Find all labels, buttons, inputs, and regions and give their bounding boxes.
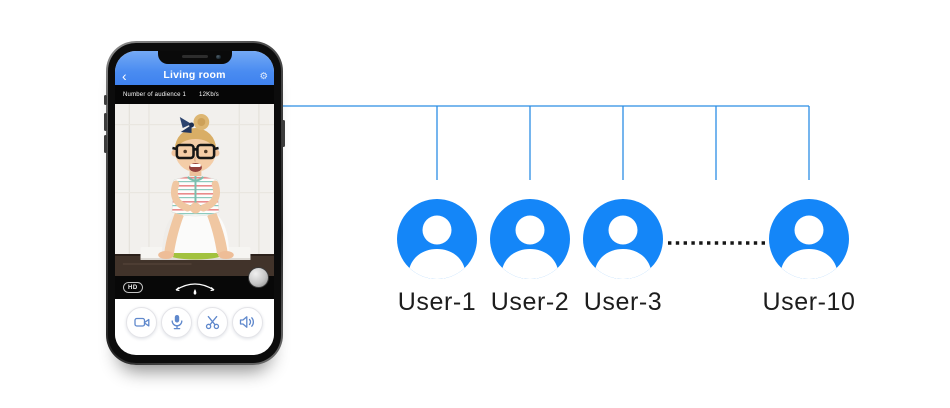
- person-icon: [502, 215, 558, 279]
- person-icon: [595, 215, 651, 279]
- person-icon: [781, 215, 837, 279]
- user-avatar: [583, 199, 663, 279]
- snapshot-thumbnail[interactable]: [248, 267, 269, 288]
- front-camera: [216, 54, 221, 59]
- user-label: User-2: [490, 288, 570, 316]
- page-title: Living room: [163, 69, 226, 81]
- user-label: User-10: [762, 288, 856, 316]
- user-node-1: User-1: [375, 199, 499, 317]
- pan-tilt-control[interactable]: [171, 279, 219, 297]
- user-node-2: User-2: [468, 199, 592, 317]
- baby-on-potty-illustration: [115, 104, 274, 276]
- audience-count: Number of audience 1: [123, 91, 187, 98]
- scissors-icon: [205, 315, 219, 329]
- talk-button[interactable]: [161, 306, 193, 338]
- phone-notch: [157, 51, 232, 64]
- hd-quality-badge[interactable]: HD: [123, 282, 143, 293]
- bitrate-value: 12Kb/s: [199, 91, 219, 98]
- record-button[interactable]: [126, 306, 157, 338]
- speaker-button[interactable]: [231, 306, 263, 338]
- volume-up-button: [104, 113, 107, 131]
- snapshot-button[interactable]: [196, 306, 228, 338]
- phone-mockup: ‹ Living room ⚙ Number of audience 1 12K…: [104, 41, 285, 365]
- volume-down-button: [104, 135, 107, 153]
- speaker-icon: [240, 316, 255, 328]
- stream-info-bar: Number of audience 1 12Kb/s: [115, 85, 274, 104]
- mute-switch: [104, 95, 107, 105]
- user-node-10: User-10: [747, 199, 871, 317]
- user-avatar: [490, 199, 570, 279]
- back-button[interactable]: ‹: [122, 68, 127, 84]
- video-camera-icon: [133, 317, 149, 327]
- user-label: User-1: [397, 288, 477, 316]
- video-toolbar: HD: [115, 267, 274, 299]
- user-node-3: User-3: [561, 199, 685, 317]
- power-button: [282, 120, 285, 147]
- user-avatar: [769, 199, 849, 279]
- phone-screen: ‹ Living room ⚙ Number of audience 1 12K…: [115, 51, 274, 355]
- gear-icon[interactable]: ⚙: [259, 71, 268, 82]
- phone-bezel: ‹ Living room ⚙ Number of audience 1 12K…: [108, 43, 281, 363]
- camera-video-feed: [115, 104, 274, 276]
- user-label: User-3: [583, 288, 663, 316]
- user-avatar: [397, 199, 477, 279]
- control-button-row: [115, 299, 274, 345]
- microphone-icon: [171, 315, 183, 330]
- earpiece-speaker: [181, 55, 208, 58]
- person-icon: [409, 215, 465, 279]
